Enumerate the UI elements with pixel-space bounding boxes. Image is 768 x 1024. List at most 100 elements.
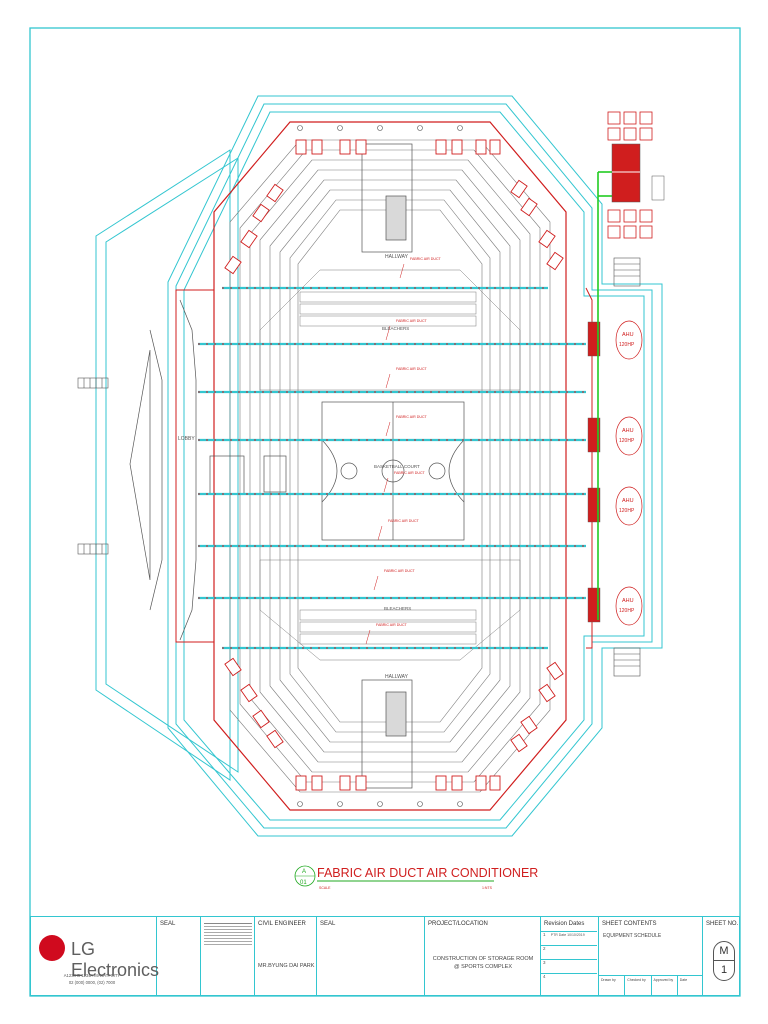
revision-number: 4: [543, 974, 546, 979]
duct-callout-leader: [385, 325, 391, 341]
duct-callout-leader: [385, 373, 391, 389]
perimeter-column: [417, 801, 423, 807]
address-line-2: 02 (000) 0000, (02) 7000: [68, 980, 116, 985]
duct-callout-leader: [385, 421, 391, 437]
ahu-unit: [587, 587, 601, 623]
ahu-capacity: 120HP: [619, 342, 635, 348]
duct-callout-leader: [383, 477, 389, 493]
civil-engineer-cell: CIVIL ENGINEER MR.BYUNG DAI PARK: [255, 917, 317, 995]
ahu-label: AHU: [622, 332, 634, 338]
fixture-unit: [538, 229, 556, 249]
sheet-border: [29, 27, 741, 997]
fabric-duct-callout: FABRIC AIR DUCT: [376, 623, 408, 627]
fixture-unit: [339, 139, 351, 155]
project-cell: PROJECT/LOCATION CONSTRUCTION OF STORAGE…: [425, 917, 541, 995]
drawing-title-block: A 01 FABRIC AIR DUCT AIR CONDITIONER SCA…: [294, 865, 538, 890]
project-label: PROJECT/LOCATION: [428, 921, 488, 927]
ahu-callout-bubble: [615, 486, 643, 526]
red-perimeter-left: [175, 289, 214, 643]
main-duct-riser: [585, 287, 593, 649]
perimeter-fixtures: [224, 125, 564, 807]
fixture-unit: [311, 139, 323, 155]
fixture-unit: [240, 229, 258, 249]
perimeter-column: [337, 801, 343, 807]
plan-labels: HALLWAY HALLWAY LOBBY BASKETBALL COURT B…: [178, 254, 420, 680]
ahu-capacity: 120HP: [619, 508, 635, 514]
revision-number: 1: [543, 932, 546, 937]
bleacher-blocks: [259, 269, 521, 661]
sheet-no-label: SHEET NO.: [706, 921, 739, 927]
fixture-unit: [451, 775, 463, 791]
company-address: A1234-B 1234A MAKATI CITY 02 (000) 0000,…: [37, 972, 147, 986]
revision-entry: PTR Date 10/10/2019: [550, 933, 585, 937]
scale-label: SCALE: [319, 886, 331, 890]
basketball-court: [321, 401, 465, 541]
perimeter-column: [417, 125, 423, 131]
seal-cell: SEAL: [157, 917, 201, 995]
civil-engineer-name: MR.BYUNG DAI PARK: [258, 963, 315, 969]
drawn-by-cell: Drawn by: [599, 976, 626, 996]
bleacher-lines: [229, 139, 551, 793]
detail-number: 01: [300, 880, 307, 886]
entrance-stairs: [77, 257, 641, 677]
revision-label: Revision Dates: [544, 921, 585, 927]
seal2-label: SEAL: [320, 921, 336, 927]
notes-cell: [201, 917, 255, 995]
revision-row: 2: [541, 945, 597, 959]
sheet-letter: M: [714, 942, 734, 961]
revision-cell: Revision Dates 1 PTR Date 10/10/2019 2 3…: [541, 917, 599, 995]
fixture-unit: [475, 139, 487, 155]
fixture-unit: [510, 179, 528, 199]
ahu-label: AHU: [622, 498, 634, 504]
lobby: [129, 299, 287, 641]
fixture-unit: [266, 729, 284, 749]
perimeter-column: [297, 801, 303, 807]
project-line-1: CONSTRUCTION OF STORAGE ROOM: [432, 956, 534, 962]
fixture-unit: [355, 139, 367, 155]
ahu-label: AHU: [622, 428, 634, 434]
fixture-unit: [435, 775, 447, 791]
ahu-unit: [587, 417, 601, 453]
sheet-contents-value: EQUIPMENT SCHEDULE: [603, 933, 662, 939]
hallway-top-label: HALLWAY: [385, 254, 409, 260]
fixture-unit: [311, 775, 323, 791]
bleachers-top-label: BLEACHERS: [382, 326, 409, 331]
project-line-2: @ SPORTS COMPLEX: [453, 964, 513, 970]
lg-logo-icon: [39, 935, 65, 961]
revision-number: 2: [543, 946, 546, 951]
revision-row: 1 PTR Date 10/10/2019: [541, 931, 597, 945]
green-piping: [597, 171, 614, 620]
company-name: LG Electronics: [71, 939, 160, 980]
revision-number: 3: [543, 960, 546, 965]
notes-lines: [204, 921, 252, 947]
fabric-duct-callout: FABRIC AIR DUCT: [394, 471, 426, 475]
ahu-callout-bubble: [615, 416, 643, 456]
fixture-unit: [489, 775, 501, 791]
fixture-unit: [295, 775, 307, 791]
sheet-no-cell: SHEET NO. M 1: [703, 917, 739, 995]
fixture-unit: [520, 197, 538, 217]
sheet-contents-cell: SHEET CONTENTS EQUIPMENT SCHEDULE Drawn …: [599, 917, 703, 996]
perimeter-column: [457, 801, 463, 807]
hallways: [361, 143, 413, 789]
duct-callout-leader: [365, 629, 371, 645]
ahu-capacity: 120HP: [619, 608, 635, 614]
ahu-capacity: 120HP: [619, 438, 635, 444]
ahu-callout-bubble: [615, 320, 643, 360]
sheet-contents-label: SHEET CONTENTS: [602, 921, 657, 927]
seal2-cell: SEAL: [317, 917, 425, 995]
revision-row: 4: [541, 973, 597, 987]
basketball-label: BASKETBALL COURT: [374, 464, 420, 469]
fixture-unit: [546, 661, 564, 681]
fixture-unit: [240, 683, 258, 703]
civil-engineer-label: CIVIL ENGINEER: [258, 921, 306, 927]
fixture-unit: [451, 139, 463, 155]
fixture-unit: [266, 183, 284, 203]
sheet-number-badge: M 1: [713, 941, 735, 981]
detail-letter: A: [302, 869, 306, 875]
ahu-unit: [587, 487, 601, 523]
title-block: LG Electronics A1234-B 1234A MAKATI CITY…: [30, 916, 740, 996]
